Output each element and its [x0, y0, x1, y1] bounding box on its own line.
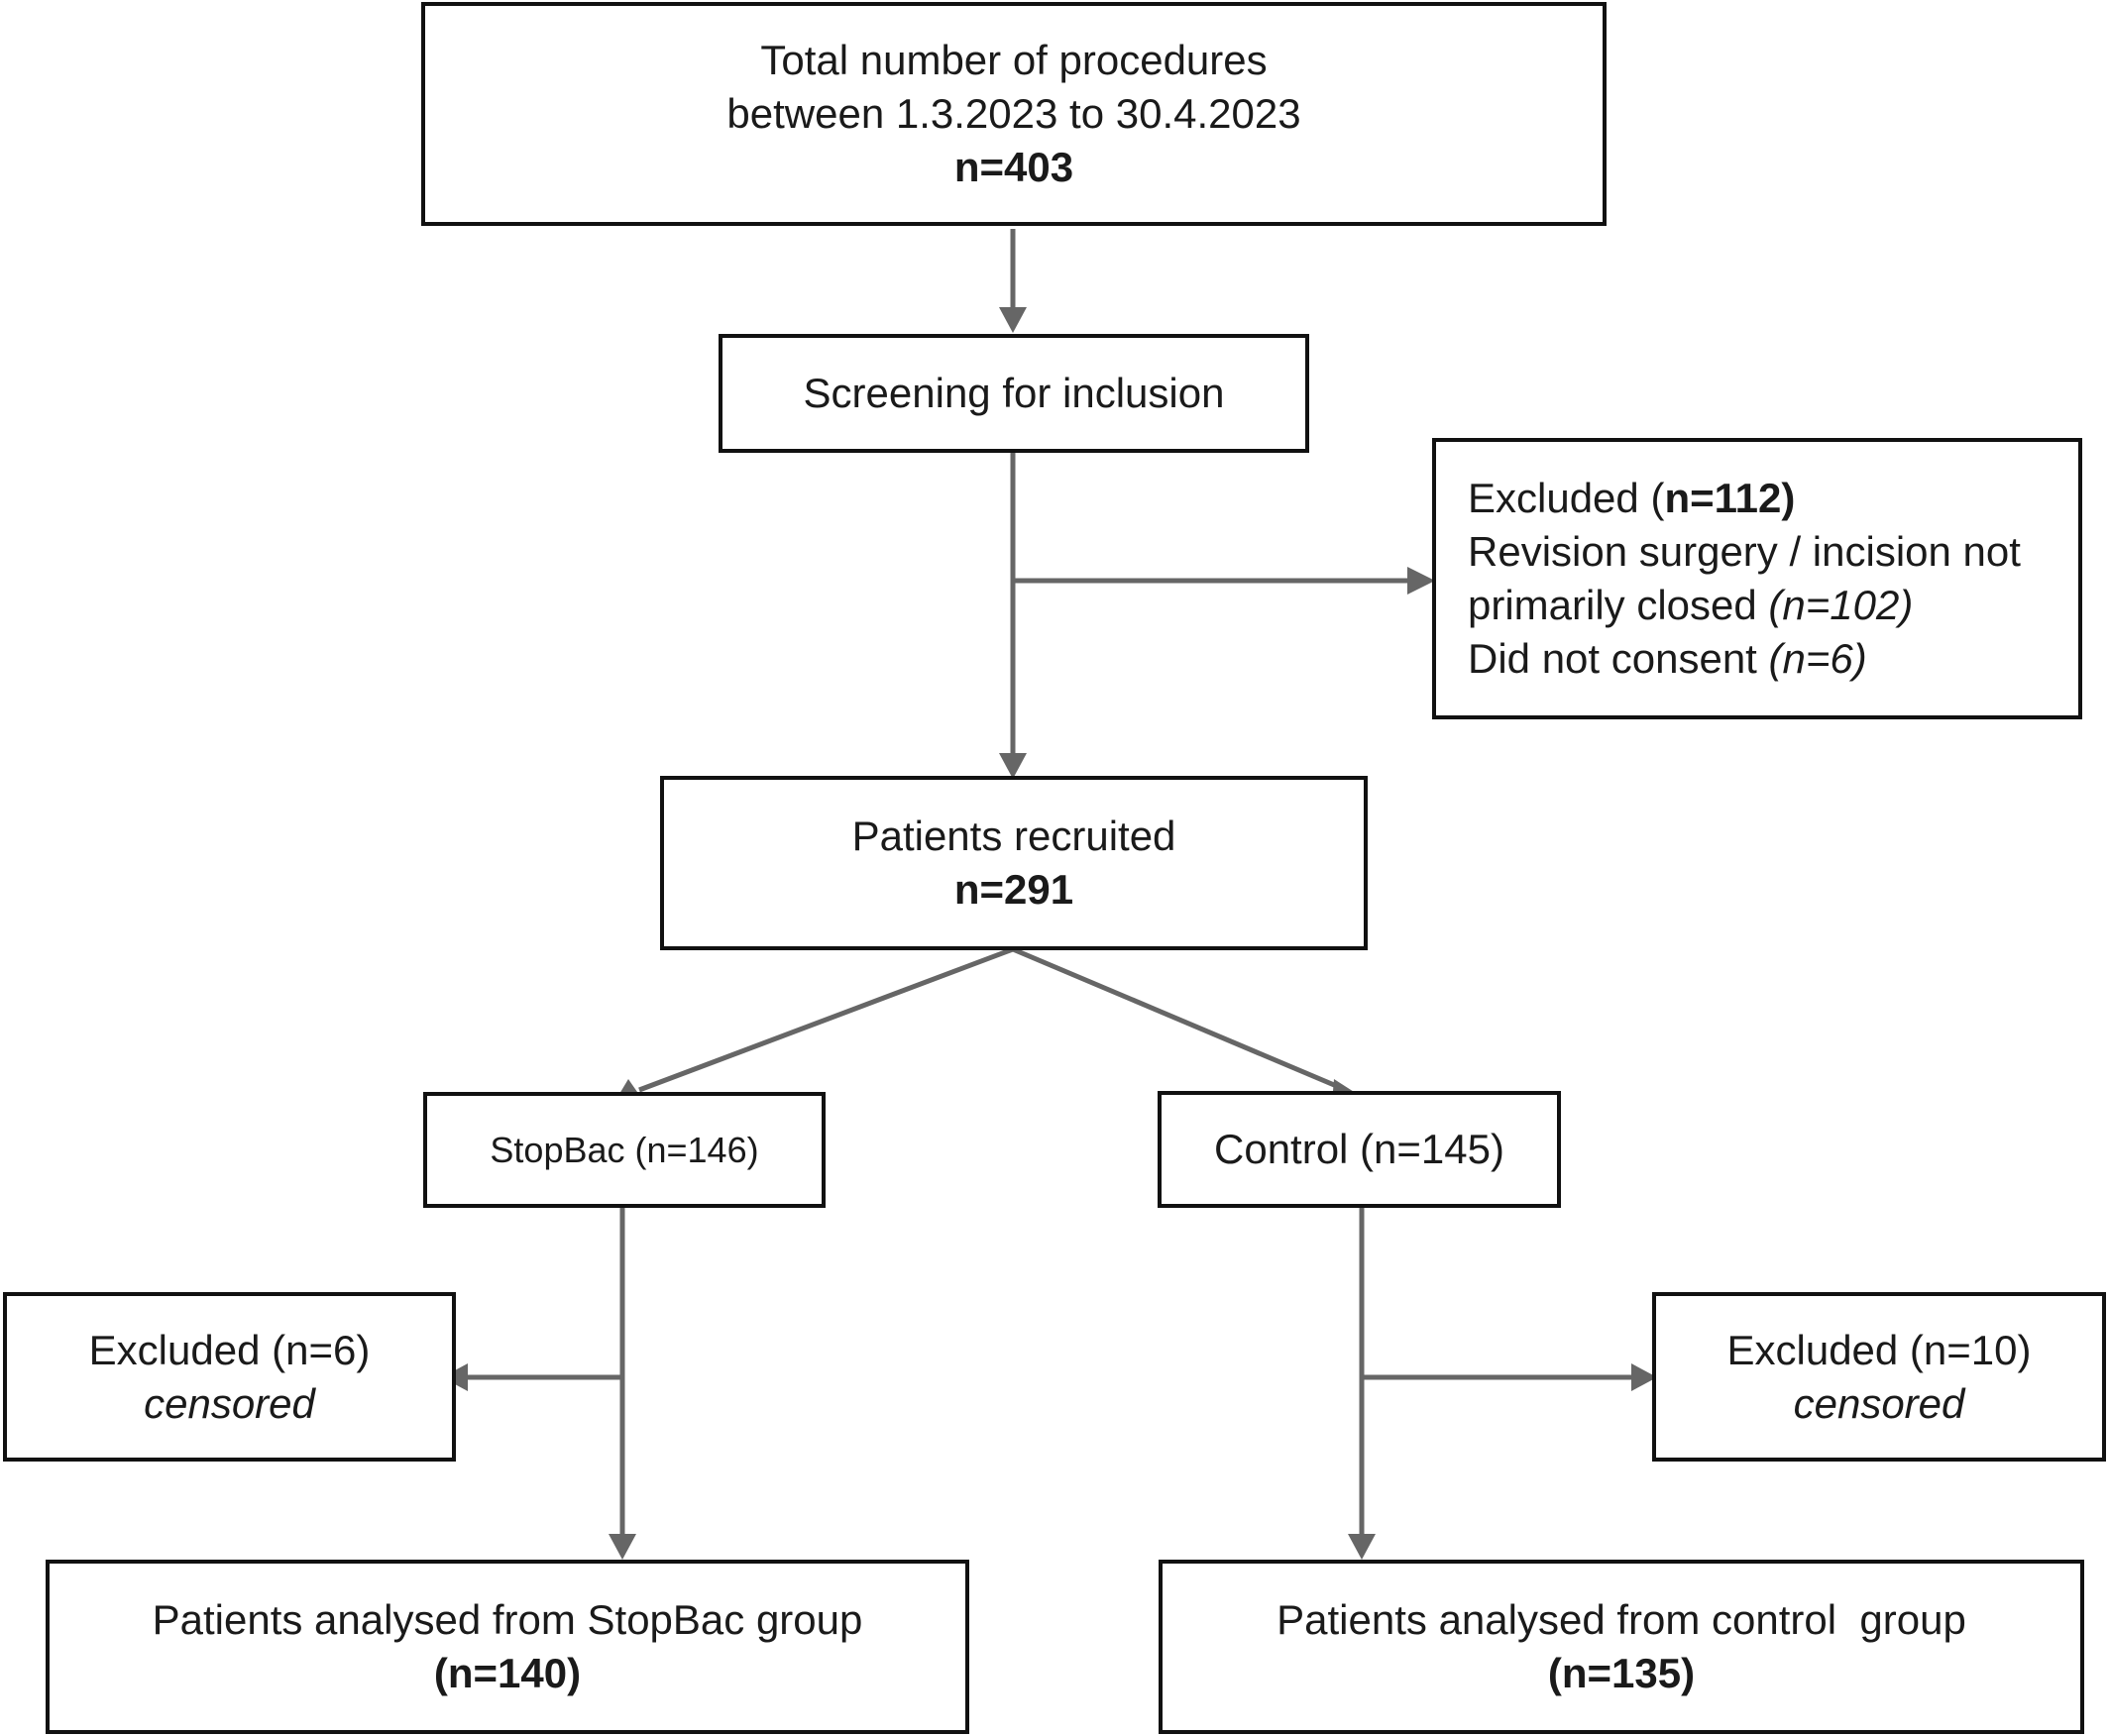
- excluded-reason-1-line-2-wrap: primarily closed (n=102): [1468, 579, 1913, 632]
- control-box: Control (n=145): [1158, 1091, 1561, 1208]
- excluded-reason-2: Did not consent: [1468, 635, 1769, 682]
- excluded-control-label: Excluded (n=10): [1726, 1326, 2032, 1373]
- excluded-control-note: censored: [1793, 1379, 1965, 1427]
- excluded-stopbac-note: censored: [144, 1379, 315, 1427]
- arrowhead-excluded-control: [1631, 1363, 1657, 1391]
- recruited-box: Patients recruited n=291: [660, 776, 1368, 950]
- total-procedures-box: Total number of procedures between 1.3.2…: [421, 2, 1607, 226]
- analysed-control-count: (n=135): [1547, 1650, 1696, 1696]
- screening-label: Screening for inclusion: [803, 370, 1225, 416]
- recruited-count: n=291: [953, 866, 1074, 913]
- analysed-stopbac-label: Patients analysed from StopBac group: [152, 1596, 863, 1643]
- excluded-stopbac-box: Excluded (n=6) censored: [3, 1292, 456, 1462]
- screening-box: Screening for inclusion: [719, 334, 1309, 453]
- arrowhead-recruited: [999, 753, 1027, 779]
- arrowhead-excluded-main: [1407, 567, 1435, 595]
- excluded-main-label: Excluded (: [1468, 475, 1665, 521]
- analysed-control-label: Patients analysed from control group: [1276, 1596, 1966, 1643]
- excluded-stopbac-label: Excluded (n=6): [88, 1326, 371, 1373]
- excluded-main-heading: Excluded (n=112): [1468, 472, 1795, 525]
- arrowhead-analysed-stopbac: [609, 1534, 636, 1560]
- control-label: Control (n=145): [1214, 1126, 1504, 1172]
- stopbac-label: StopBac (n=146): [490, 1129, 759, 1170]
- recruited-label: Patients recruited: [851, 813, 1176, 859]
- total-line-2: between 1.3.2023 to 30.4.2023: [726, 90, 1301, 137]
- analysed-control-box: Patients analysed from control group (n=…: [1159, 1560, 2084, 1734]
- excluded-reason-2-count: (n=6): [1768, 635, 1867, 682]
- excluded-reason-1-line-2: primarily closed: [1468, 582, 1769, 628]
- total-line-1: Total number of procedures: [760, 37, 1268, 83]
- arrow-recruited-to-stopbac: [638, 946, 1014, 1093]
- arrow-recruited-to-control: [1012, 946, 1347, 1093]
- excluded-main-count: n=112): [1664, 475, 1796, 521]
- total-count: n=403: [953, 144, 1074, 190]
- arrowhead-screening: [999, 307, 1027, 333]
- excluded-main-box: Excluded (n=112) Revision surgery / inci…: [1432, 438, 2082, 719]
- stopbac-box: StopBac (n=146): [423, 1092, 826, 1208]
- excluded-reason-1-count: (n=102): [1768, 582, 1914, 628]
- analysed-stopbac-count: (n=140): [433, 1650, 582, 1696]
- excluded-control-box: Excluded (n=10) censored: [1652, 1292, 2106, 1462]
- excluded-reason-2-wrap: Did not consent (n=6): [1468, 632, 1867, 686]
- arrowhead-analysed-control: [1348, 1534, 1376, 1560]
- excluded-reason-1-line-1: Revision surgery / incision not: [1468, 528, 2021, 575]
- analysed-stopbac-box: Patients analysed from StopBac group (n=…: [46, 1560, 969, 1734]
